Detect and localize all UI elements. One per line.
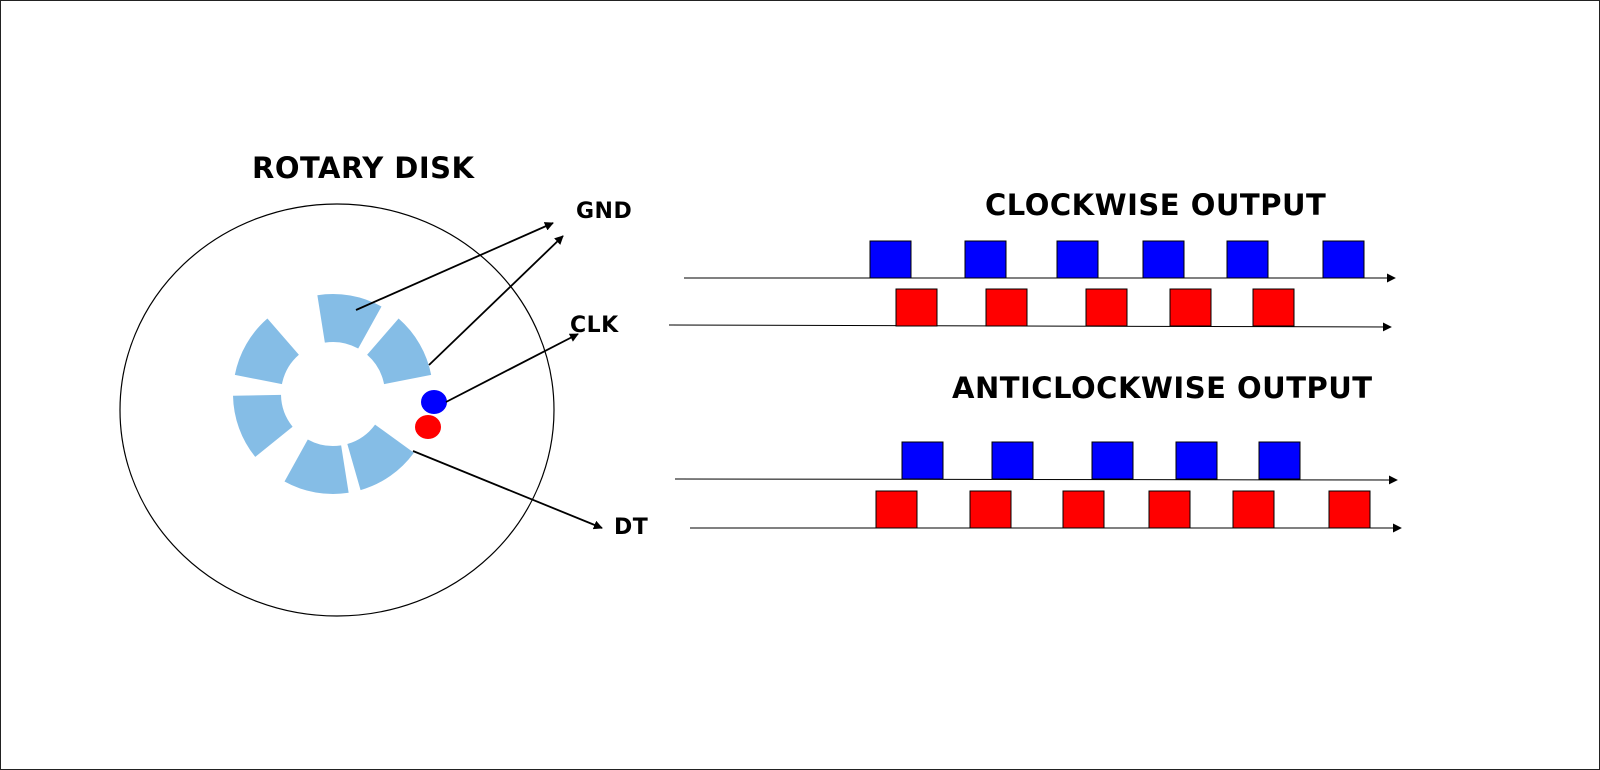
anticlockwise-dt-pulse xyxy=(969,490,1012,529)
disk-segments xyxy=(233,293,432,494)
anticlockwise-clk-baseline xyxy=(674,475,1398,485)
gnd-arrow-1 xyxy=(355,222,554,311)
clockwise-clk-pulse xyxy=(1142,240,1185,279)
gnd-pin-label: GND xyxy=(576,199,633,224)
rotary-disk-title: ROTARY DISK xyxy=(252,151,475,185)
clockwise-clk-pulse xyxy=(1226,240,1269,279)
anticlockwise-dt-pulse xyxy=(1232,490,1275,529)
anticlockwise-clk-pulse xyxy=(901,441,944,480)
anticlockwise-clk-pulse xyxy=(1091,441,1134,480)
anticlockwise-dt-pulse xyxy=(1328,490,1371,529)
rotary-disk-outline xyxy=(119,203,555,617)
disk-segment xyxy=(233,394,293,457)
dt-contact-dot xyxy=(415,415,441,439)
clk-pin-label: CLK xyxy=(570,313,619,338)
clockwise-clk-pulse xyxy=(1056,240,1099,279)
disk-segment xyxy=(367,318,432,385)
anticlockwise-clk-pulse xyxy=(1175,441,1218,480)
disk-segment xyxy=(347,424,414,491)
disk-segment xyxy=(284,439,349,494)
clk-arrow xyxy=(445,333,579,403)
clockwise-dt-pulse xyxy=(1252,288,1295,327)
clockwise-output-title: CLOCKWISE OUTPUT xyxy=(985,188,1327,222)
anticlockwise-dt-pulse xyxy=(875,490,918,529)
anticlockwise-clk-pulse xyxy=(991,441,1034,480)
disk-segment xyxy=(317,293,382,349)
disk-segment xyxy=(234,318,299,385)
clockwise-clk-pulse xyxy=(1322,240,1365,279)
dt-arrow xyxy=(412,450,603,530)
anticlockwise-clk-pulse xyxy=(1258,441,1301,480)
waveform-pulses xyxy=(869,240,1371,529)
clockwise-clk-pulse xyxy=(964,240,1007,279)
gnd-arrow-2 xyxy=(428,235,564,366)
clockwise-dt-pulse xyxy=(1169,288,1212,327)
anticlockwise-dt-pulse xyxy=(1062,490,1105,529)
anticlockwise-output-title: ANTICLOCKWISE OUTPUT xyxy=(952,371,1373,405)
clockwise-dt-pulse xyxy=(895,288,938,327)
clk-contact-dot xyxy=(421,390,447,414)
clockwise-clk-pulse xyxy=(869,240,912,279)
clockwise-dt-baseline xyxy=(668,322,1392,332)
clockwise-dt-pulse xyxy=(985,288,1028,327)
dt-pin-label: DT xyxy=(614,515,649,540)
clockwise-dt-pulse xyxy=(1085,288,1128,327)
anticlockwise-dt-pulse xyxy=(1148,490,1191,529)
